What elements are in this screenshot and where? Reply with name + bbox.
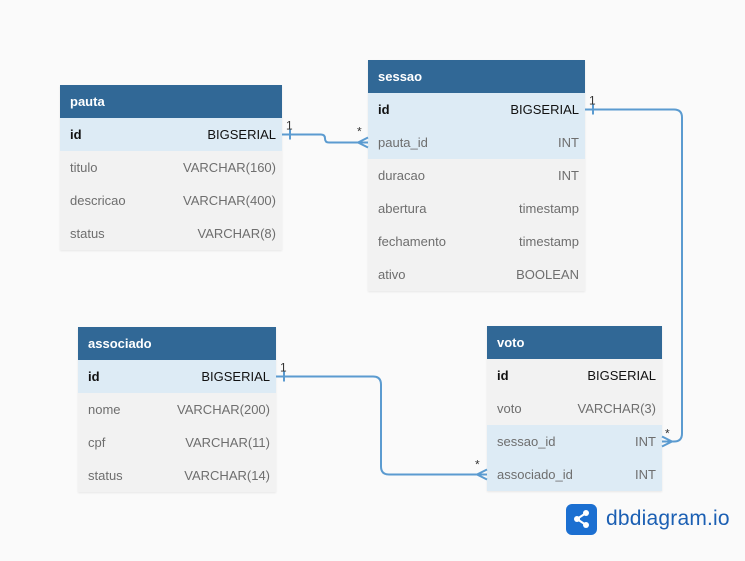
column-type: VARCHAR(3) <box>577 401 657 416</box>
column-row[interactable]: id BIGSERIAL <box>60 118 282 151</box>
table-pauta[interactable]: pauta id BIGSERIAL titulo VARCHAR(160) descri… <box>60 85 282 250</box>
column-row[interactable]: status VARCHAR(8) <box>60 217 282 250</box>
table-header[interactable]: sessao <box>368 60 585 93</box>
table-header[interactable]: voto <box>487 326 662 359</box>
column-name: titulo <box>70 160 98 175</box>
column-type: VARCHAR(11) <box>185 435 270 450</box>
column-row[interactable]: ativo BOOLEAN <box>368 258 585 291</box>
column-name: fechamento <box>378 234 446 249</box>
column-type: BIGSERIAL <box>201 369 270 384</box>
column-name: id <box>378 102 390 117</box>
column-type: VARCHAR(8) <box>197 226 277 241</box>
column-row[interactable]: sessao_id INT <box>487 425 662 458</box>
column-name: sessao_id <box>497 434 556 449</box>
column-name: descricao <box>70 193 126 208</box>
column-row[interactable]: id BIGSERIAL <box>368 93 585 126</box>
column-row[interactable]: nome VARCHAR(200) <box>78 393 276 426</box>
column-name: duracao <box>378 168 425 183</box>
brand[interactable]: dbdiagram.io <box>566 503 730 535</box>
column-name: voto <box>497 401 522 416</box>
column-type: INT <box>558 168 579 183</box>
column-name: pauta_id <box>378 135 428 150</box>
column-name: status <box>70 226 105 241</box>
column-name: id <box>497 368 509 383</box>
column-name: status <box>88 468 123 483</box>
column-row[interactable]: abertura timestamp <box>368 192 585 225</box>
column-row[interactable]: pauta_id INT <box>368 126 585 159</box>
column-type: VARCHAR(400) <box>183 193 276 208</box>
column-name: cpf <box>88 435 106 450</box>
column-name: id <box>70 127 82 142</box>
column-type: BIGSERIAL <box>587 368 656 383</box>
table-header[interactable]: pauta <box>60 85 282 118</box>
column-row[interactable]: descricao VARCHAR(400) <box>60 184 282 217</box>
column-row[interactable]: id BIGSERIAL <box>487 359 662 392</box>
column-type: VARCHAR(200) <box>177 402 270 417</box>
column-type: INT <box>635 467 656 482</box>
column-type: INT <box>635 434 656 449</box>
column-type: VARCHAR(160) <box>183 160 276 175</box>
column-type: BOOLEAN <box>516 267 579 282</box>
brand-name: dbdiagram.io <box>606 507 730 530</box>
column-type: BIGSERIAL <box>510 102 579 117</box>
column-name: nome <box>88 402 121 417</box>
column-row[interactable]: id BIGSERIAL <box>78 360 276 393</box>
column-type: timestamp <box>519 201 579 216</box>
column-name: ativo <box>378 267 406 282</box>
column-row[interactable]: voto VARCHAR(3) <box>487 392 662 425</box>
column-name: id <box>88 369 100 384</box>
column-type: timestamp <box>519 234 579 249</box>
table-header[interactable]: associado <box>78 327 276 360</box>
column-type: INT <box>558 135 579 150</box>
column-row[interactable]: cpf VARCHAR(11) <box>78 426 276 459</box>
column-type: VARCHAR(14) <box>184 468 270 483</box>
column-row[interactable]: duracao INT <box>368 159 585 192</box>
column-row[interactable]: status VARCHAR(14) <box>78 459 276 492</box>
column-row[interactable]: titulo VARCHAR(160) <box>60 151 282 184</box>
share-nodes-icon <box>566 503 597 535</box>
column-type: BIGSERIAL <box>207 127 276 142</box>
column-name: associado_id <box>497 467 573 482</box>
column-name: abertura <box>378 201 427 216</box>
column-row[interactable]: fechamento timestamp <box>368 225 585 258</box>
column-row[interactable]: associado_id INT <box>487 458 662 491</box>
